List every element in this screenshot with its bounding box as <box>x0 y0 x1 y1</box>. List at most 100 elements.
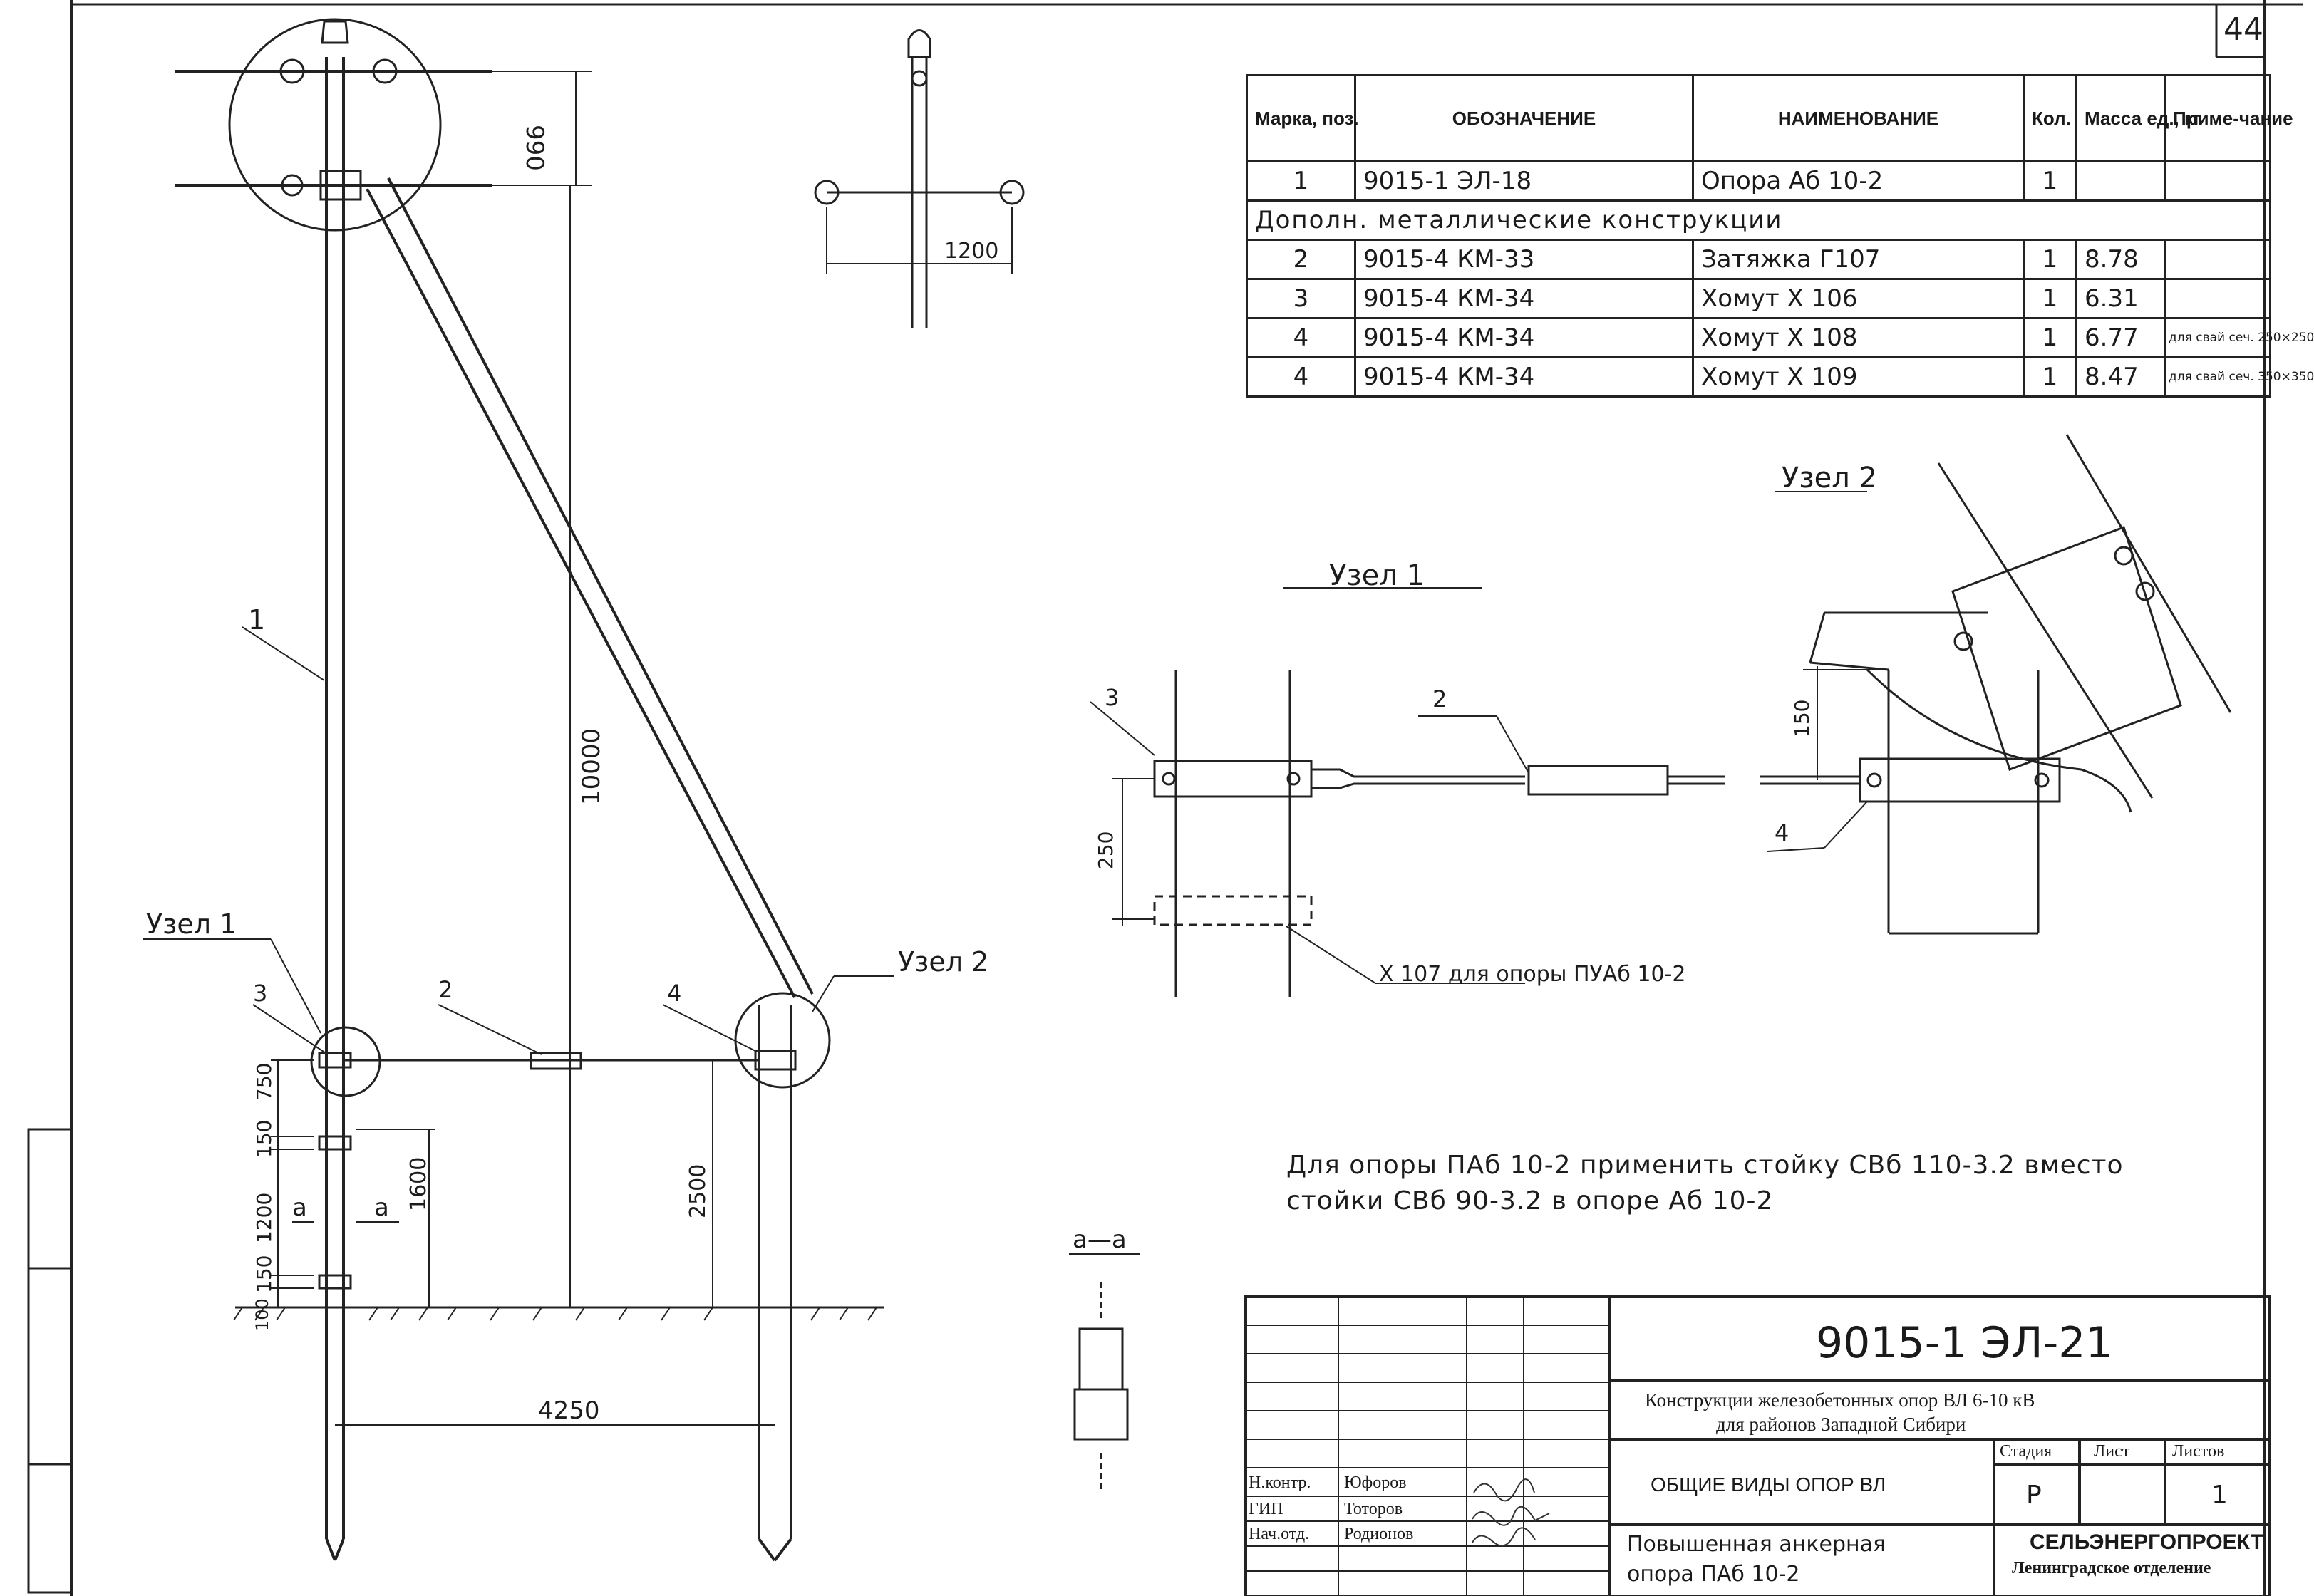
cell-qty: 1 <box>2023 278 2077 319</box>
org-name: СЕЛЬЭНЕРГОПРОЕКТ <box>2030 1530 2264 1554</box>
node2-dim-150: 150 <box>1790 699 1814 737</box>
dim-150-upper: 150 <box>252 1119 276 1158</box>
cell-mass: 8.47 <box>2075 356 2166 398</box>
sheets-value: 1 <box>2211 1481 2228 1510</box>
cell-code: 9015-1 ЭЛ-18 <box>1354 160 1694 202</box>
dim-1200: 1200 <box>252 1192 276 1243</box>
cell-name: Хомут Х 109 <box>1692 356 2025 398</box>
sheet-label: Лист <box>2094 1442 2130 1461</box>
callout-pole: 1 <box>248 604 266 636</box>
cell-name: Хомут Х 108 <box>1692 317 2025 358</box>
node2-callout-clamp: 4 <box>1775 819 1789 846</box>
header-code: ОБОЗНАЧЕНИЕ <box>1354 74 1694 162</box>
dim-100: 100 <box>252 1298 272 1331</box>
section-aa <box>1069 1253 1140 1489</box>
node1-detail <box>1090 587 1725 998</box>
title-block: 9015-1 ЭЛ-21 Конструкции железобетонных … <box>1244 1295 2271 1596</box>
table-section-row: Дополн. металлические конструкции <box>1246 200 2271 241</box>
dim-2500: 2500 <box>686 1164 711 1218</box>
header-name: НАИМЕНОВАНИЕ <box>1692 74 2025 162</box>
node1-note: Х 107 для опоры ПУАб 10-2 <box>1379 962 1686 987</box>
cell-name: Хомут Х 106 <box>1692 278 2025 319</box>
cell-note <box>2164 278 2271 319</box>
cell-mark: 4 <box>1246 317 1356 358</box>
node2-detail <box>1760 434 2232 935</box>
node1-callout-clamp: 3 <box>1105 684 1120 711</box>
dim-150-lower: 150 <box>252 1255 276 1293</box>
node2-title: Узел 2 <box>1782 462 1877 494</box>
table-header-row: Марка, поз. ОБОЗНАЧЕНИЕ НАИМЕНОВАНИЕ Кол… <box>1246 74 2293 162</box>
sub-name-2: опора ПАб 10-2 <box>1627 1562 1800 1587</box>
person-3: Родионов <box>1344 1525 1414 1543</box>
stage-value: Р <box>2026 1481 2042 1510</box>
cell-mark: 4 <box>1246 356 1356 398</box>
cell-qty: 1 <box>2023 160 2077 202</box>
table-row: 4 9015-4 КМ-34 Хомут Х 108 1 6.77 для св… <box>1246 317 2314 358</box>
role-3: Нач.отд. <box>1249 1525 1310 1543</box>
cell-code: 9015-4 КМ-34 <box>1354 356 1694 398</box>
specification-table: Марка, поз. ОБОЗНАЧЕНИЕ НАИМЕНОВАНИЕ Кол… <box>1246 74 2314 398</box>
cell-note <box>2164 239 2271 280</box>
cell-code: 9015-4 КМ-34 <box>1354 317 1694 358</box>
sheet-number: 44 <box>2223 11 2263 48</box>
section-title: а—а <box>1073 1226 1127 1254</box>
section-mark-left: а <box>292 1193 307 1222</box>
role-2: ГИП <box>1249 1500 1283 1518</box>
callout-node2: Узел 2 <box>898 946 989 978</box>
title-block-grid <box>1244 1295 2271 1596</box>
cell-note: для свай сеч. 350×350 <box>2164 356 2314 398</box>
title-block-code: 9015-1 ЭЛ-21 <box>1816 1318 2113 1368</box>
note-line-1: Для опоры ПАб 10-2 применить стойку СВб … <box>1286 1151 2124 1180</box>
project-line-1: Конструкции железобетонных опор ВЛ 6-10 … <box>1645 1389 2035 1411</box>
cell-note <box>2164 160 2271 202</box>
callout-clamp3: 3 <box>253 980 268 1007</box>
person-2: Тоторов <box>1344 1500 1403 1518</box>
table-row: 1 9015-1 ЭЛ-18 Опора Аб 10-2 1 <box>1246 160 2271 202</box>
cell-mass: 6.77 <box>2075 317 2166 358</box>
person-1: Юфоров <box>1344 1473 1407 1492</box>
sheets-label: Листов <box>2172 1442 2225 1461</box>
side-view <box>814 29 1025 328</box>
cell-mark: 1 <box>1246 160 1356 202</box>
section-mark-right: а <box>374 1193 389 1222</box>
note-line-2: стойки СВб 90-3.2 в опоре Аб 10-2 <box>1286 1186 1774 1216</box>
header-mass: Масса ед., кг <box>2075 74 2201 162</box>
cell-qty: 1 <box>2023 317 2077 358</box>
stage-label: Стадия <box>2000 1442 2052 1461</box>
header-qty: Кол. <box>2023 74 2077 162</box>
cell-note: для свай сеч. 250×250 <box>2164 317 2314 358</box>
dim-10000: 10000 <box>577 727 606 805</box>
cell-mark: 3 <box>1246 278 1356 319</box>
dim-1600: 1600 <box>406 1156 431 1211</box>
table-row: 2 9015-4 КМ-33 Затяжка Г107 1 8.78 <box>1246 239 2271 280</box>
cell-mass: 8.78 <box>2075 239 2166 280</box>
cell-mass <box>2075 160 2166 202</box>
table-row: 3 9015-4 КМ-34 Хомут Х 106 1 6.31 <box>1246 278 2271 319</box>
dim-1200-side: 1200 <box>944 239 999 264</box>
table-row: 4 9015-4 КМ-34 Хомут Х 109 1 8.47 для св… <box>1246 356 2314 398</box>
org-branch: Ленинградское отделение <box>2012 1559 2211 1577</box>
signatures <box>1472 1478 1550 1547</box>
callout-tie: 2 <box>438 976 453 1003</box>
role-1: Н.контр. <box>1249 1473 1311 1492</box>
cell-code: 9015-4 КМ-33 <box>1354 239 1694 280</box>
cell-mass: 6.31 <box>2075 278 2166 319</box>
main-dimensions <box>143 71 894 1426</box>
cell-mark: 2 <box>1246 239 1356 280</box>
main-pole <box>175 18 884 1562</box>
node1-callout-tie: 2 <box>1432 685 1447 712</box>
sub-name-1: Повышенная анкерная <box>1627 1532 1886 1557</box>
dim-4250: 4250 <box>538 1396 600 1425</box>
cell-name: Затяжка Г107 <box>1692 239 2025 280</box>
header-mark: Марка, поз. <box>1246 74 1359 162</box>
header-note: Приме-чание <box>2164 74 2293 162</box>
cell-name: Опора Аб 10-2 <box>1692 160 2025 202</box>
cell-qty: 1 <box>2023 239 2077 280</box>
cell-qty: 1 <box>2023 356 2077 398</box>
callout-clamp4: 4 <box>667 980 682 1007</box>
node1-dim-250: 250 <box>1094 831 1117 869</box>
cell-code: 9015-4 КМ-34 <box>1354 278 1694 319</box>
drawing-name: ОБЩИЕ ВИДЫ ОПОР ВЛ <box>1651 1473 1886 1496</box>
